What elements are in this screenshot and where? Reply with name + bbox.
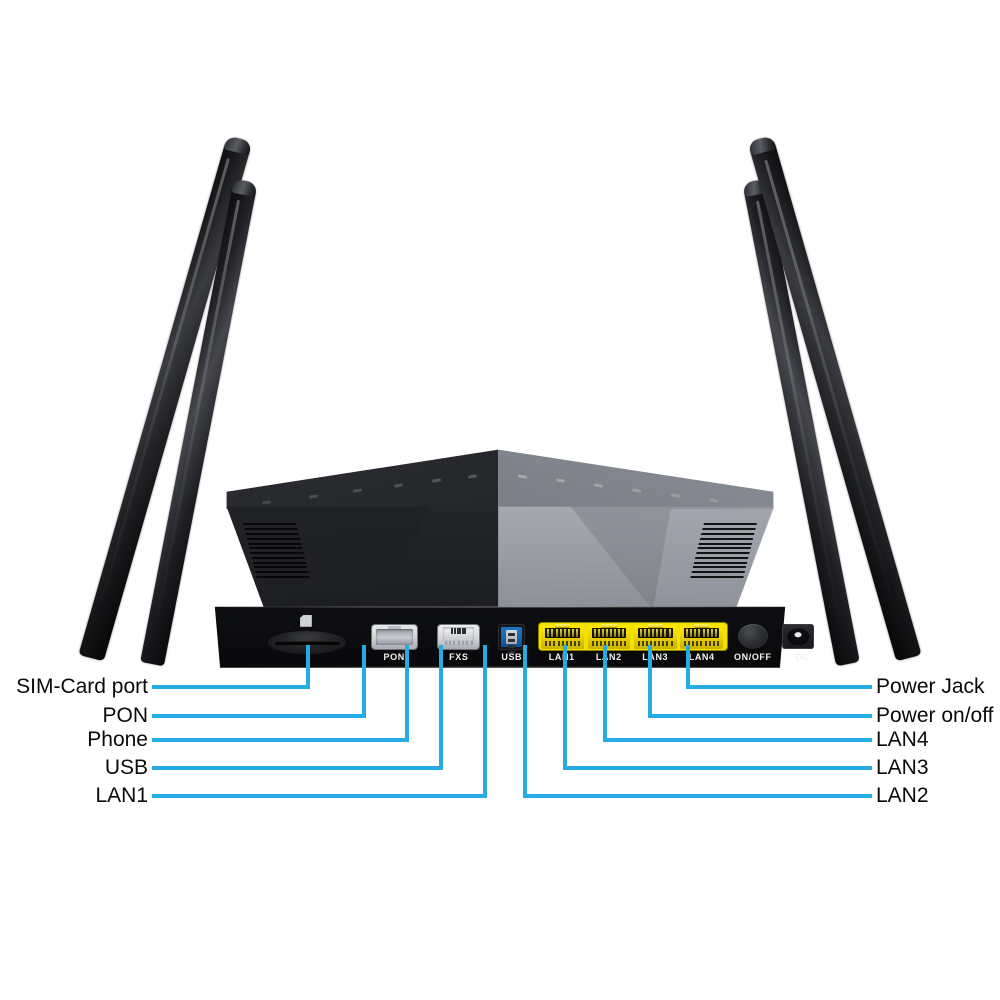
callout-label-pon: PON <box>102 704 148 727</box>
callout-line-lan3 <box>563 766 872 770</box>
pon-port[interactable] <box>372 625 418 649</box>
callout-label-lan2: LAN2 <box>876 784 929 807</box>
callout-stub-usb <box>439 645 443 769</box>
panel-bottom-highlight <box>223 665 777 668</box>
callout-label-phone: Phone <box>87 728 148 751</box>
lan-port-block <box>538 623 727 651</box>
callout-line-lan1 <box>152 794 487 798</box>
callout-label-lan1: LAN1 <box>95 784 148 807</box>
sim-card-icon <box>300 614 312 627</box>
router-body: PON FXS USB <box>206 440 814 670</box>
callout-line-lan2 <box>523 794 872 798</box>
callout-label-sim-card-port: SIM-Card port <box>16 675 148 698</box>
sim-card-port[interactable] <box>268 630 346 654</box>
callout-line-lan4 <box>603 738 872 742</box>
callout-stub-phone <box>405 645 409 741</box>
callout-stub-lan3 <box>563 645 567 769</box>
onoff-button-label: ON/OFF <box>734 652 772 663</box>
usb-port-label: USB <box>501 652 523 663</box>
callout-stub-lan4 <box>603 645 607 741</box>
callout-stub-onoff <box>648 645 652 717</box>
lan-port-3[interactable] <box>634 624 677 649</box>
pon-port-label: PON <box>383 652 405 663</box>
callout-label-power-jack: Power Jack <box>876 675 985 698</box>
callout-line-pon <box>152 714 366 718</box>
lan-port-1[interactable] <box>541 624 584 649</box>
callout-stub-pon <box>362 645 366 717</box>
lan4-port-label: LAN4 <box>688 652 715 663</box>
panel-top-highlight <box>216 606 785 609</box>
callout-label-lan3: LAN3 <box>876 756 929 779</box>
usb-port[interactable] <box>498 624 525 654</box>
lan-port-2[interactable] <box>587 624 631 649</box>
callout-line-power-jack <box>686 685 872 689</box>
callout-stub-lan2 <box>523 645 527 797</box>
callout-line-phone <box>152 738 409 742</box>
callout-line-power-onoff <box>648 714 872 718</box>
fxs-port[interactable] <box>438 625 480 649</box>
lan1-port-label: LAN1 <box>548 652 575 663</box>
callout-stub-lan1 <box>483 645 487 797</box>
dc-power-jack[interactable] <box>782 624 814 650</box>
lan-port-4[interactable] <box>680 624 723 649</box>
lan2-port-label: LAN2 <box>595 652 622 663</box>
dc-jack-label: DC <box>795 652 810 663</box>
callout-line-usb <box>152 766 443 770</box>
callout-line-sim <box>152 685 310 689</box>
power-on-off-button[interactable] <box>738 624 769 650</box>
callout-label-lan4: LAN4 <box>876 728 929 751</box>
callout-label-power-on-off: Power on/off <box>876 704 994 727</box>
fxs-port-label: FXS <box>449 652 469 663</box>
callout-label-usb: USB <box>104 756 148 779</box>
callout-stub-sim <box>306 645 310 688</box>
callout-stub-dc <box>686 645 690 688</box>
lan3-port-label: LAN3 <box>642 652 669 663</box>
